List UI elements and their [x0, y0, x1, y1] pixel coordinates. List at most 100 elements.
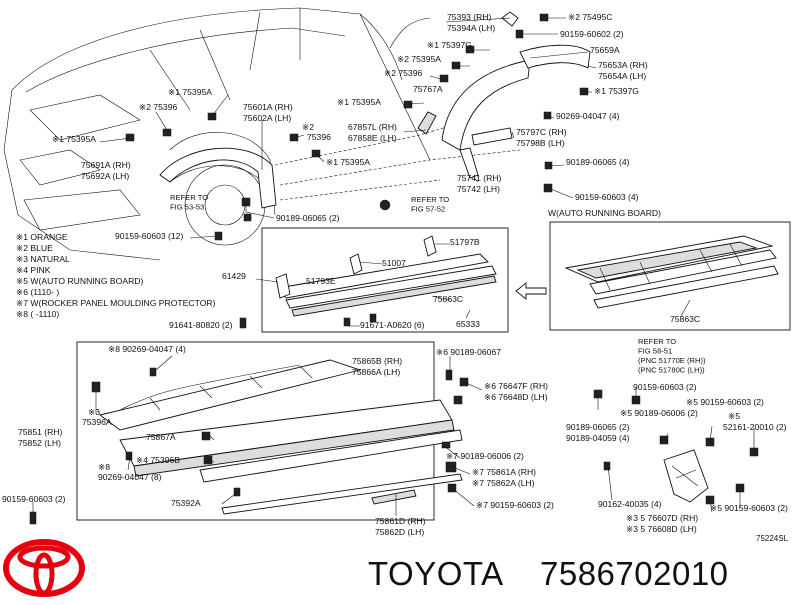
part-label: 75653A (RH)	[598, 60, 648, 70]
part-label: ※3 5 76607D (RH)	[626, 513, 698, 523]
legend-item: ※2 BLUE	[16, 243, 53, 253]
figure-reference-line: (PNC 51780C (LH))	[638, 366, 705, 375]
part-label: 75396A	[82, 417, 112, 427]
step-bracket-parts	[593, 388, 759, 513]
part-label: ※6 90189-06067	[436, 347, 501, 357]
figure-reference-line: FIG 53-53	[170, 203, 204, 212]
part-label: 90159-60603 (2)	[2, 494, 66, 504]
part-label: 75601A (RH)	[243, 102, 293, 112]
part-label: 75767A	[413, 84, 443, 94]
part-label: ※8	[98, 462, 110, 472]
footer-part-number: 7586702010	[540, 555, 729, 592]
figure-reference-line: FIG 57-52	[411, 205, 445, 214]
left-arrow-icon	[515, 282, 547, 300]
part-label: 90159-60603 (4)	[575, 192, 639, 202]
part-label: 90189-04059 (4)	[566, 433, 630, 443]
part-label: ※2	[302, 122, 314, 132]
part-label: ※5 90159-60603 (2)	[686, 397, 764, 407]
rocker-moulding-box	[239, 227, 509, 333]
part-label: 51007	[382, 258, 406, 268]
part-label: 67857L (RH)	[348, 122, 397, 132]
part-label: 90159-60603 (12)	[115, 231, 183, 241]
figure-reference-line: FIG 58-51	[638, 347, 672, 356]
part-label: ※3 5 76608D (LH)	[626, 524, 697, 534]
part-label: 91641-80820 (2)	[169, 320, 233, 330]
part-label: 75866A (LH)	[352, 367, 400, 377]
part-label: 75865B (RH)	[352, 356, 402, 366]
auto-running-board-inset	[549, 221, 791, 331]
part-label: ※5	[728, 411, 740, 421]
part-label: ※8 90269-04047 (4)	[108, 344, 186, 354]
part-label: 90189-06065 (2)	[276, 213, 340, 223]
figure-reference-line: (PNC 51770E (RH))	[638, 356, 706, 365]
part-label: 75797C (RH)	[516, 127, 567, 137]
inset-title: W(AUTO RUNNING BOARD)	[548, 208, 661, 218]
part-label: 75394A (LH)	[447, 23, 495, 33]
part-label: 75659A	[590, 45, 620, 55]
part-label: ※1 75397G	[427, 40, 472, 50]
part-label: 75692A (LH)	[81, 171, 129, 181]
part-label: ※6 76647F (RH)	[484, 381, 548, 391]
part-label: 90162-40035 (4)	[598, 499, 662, 509]
figure-reference-line: REFER TO	[638, 337, 676, 346]
part-label: 51793E	[306, 276, 336, 286]
footer-brand: TOYOTA	[368, 555, 504, 592]
part-label: 90189-06065 (4)	[566, 157, 630, 167]
diagram-code: 75224SL	[756, 534, 789, 543]
part-label: 52161-20010 (2)	[723, 422, 787, 432]
part-label: ※1 75395A	[52, 134, 96, 144]
part-label: 75867A	[146, 432, 176, 442]
part-label: 90189-06065 (2)	[566, 422, 630, 432]
part-label: ※1 75395A	[168, 87, 212, 97]
part-label: 75691A (RH)	[81, 160, 131, 170]
part-label: 75862D (LH)	[375, 527, 424, 537]
running-board-box	[29, 341, 483, 525]
legend-item: ※8 ( -1110)	[16, 309, 59, 319]
part-label: ※2 75395A	[397, 54, 441, 64]
part-label: 90269-04047 (8)	[98, 472, 162, 482]
leader-lines-upper	[99, 17, 597, 239]
figure-reference-line: REFER TO	[170, 193, 208, 202]
part-label: ※3	[88, 407, 100, 417]
part-label: 90159-60603 (2)	[633, 382, 697, 392]
part-label: 91671-A0620 (6)	[360, 320, 425, 330]
legend-item: ※5 W(AUTO RUNNING BOARD)	[16, 276, 143, 286]
part-label: ※5 90189-06006 (2)	[620, 408, 698, 418]
part-label: 75863C	[670, 314, 700, 324]
legend-item: ※7 W(ROCKER PANEL MOULDING PROTECTOR)	[16, 298, 216, 308]
part-label: 65333	[456, 319, 480, 329]
part-label: 75393 (RH)	[447, 12, 492, 22]
part-label: ※1 75397G	[594, 86, 639, 96]
part-label: ※7 75861A (RH)	[472, 467, 536, 477]
part-label: 90269-04047 (4)	[556, 111, 620, 121]
part-label: 75396	[307, 132, 331, 142]
part-label: ※4 75396B	[136, 455, 180, 465]
part-label: ※7 90189-06006 (2)	[446, 451, 524, 461]
part-label: ※7 75862A (LH)	[472, 478, 535, 488]
part-label: 75654A (LH)	[598, 71, 646, 81]
part-label: 75742 (LH)	[457, 184, 500, 194]
part-label: ※1 75395A	[337, 97, 381, 107]
legend-item: ※4 PINK	[16, 265, 51, 275]
part-label: 61429	[222, 271, 246, 281]
part-label: 51797B	[450, 237, 480, 247]
part-label: ※7 90159-60603 (2)	[476, 500, 554, 510]
rear-fender-flare	[417, 11, 591, 179]
color-legend: ※1 ORANGE※2 BLUE※3 NATURAL※4 PINK※5 W(AU…	[16, 232, 216, 319]
part-label: 75741 (RH)	[457, 173, 502, 183]
part-label: ※2 75495C	[568, 12, 612, 22]
part-label: ※2 75396	[384, 68, 422, 78]
part-label: 75861D (RH)	[375, 516, 426, 526]
part-label: ※1 75395A	[326, 157, 370, 167]
part-number-labels: 75393 (RH)75394A (LH) ※2 75495C 90159-6060…	[2, 12, 788, 537]
front-fender-flare	[159, 147, 277, 209]
part-label: 67858E (LH)	[348, 133, 397, 143]
part-label: 75602A (LH)	[243, 113, 291, 123]
part-label: ※2 75396	[139, 102, 177, 112]
legend-item: ※1 ORANGE	[16, 232, 68, 242]
legend-item: ※3 NATURAL	[16, 254, 70, 264]
part-label: ※6 76648D (LH)	[484, 392, 548, 402]
part-label: 75863C	[433, 294, 463, 304]
